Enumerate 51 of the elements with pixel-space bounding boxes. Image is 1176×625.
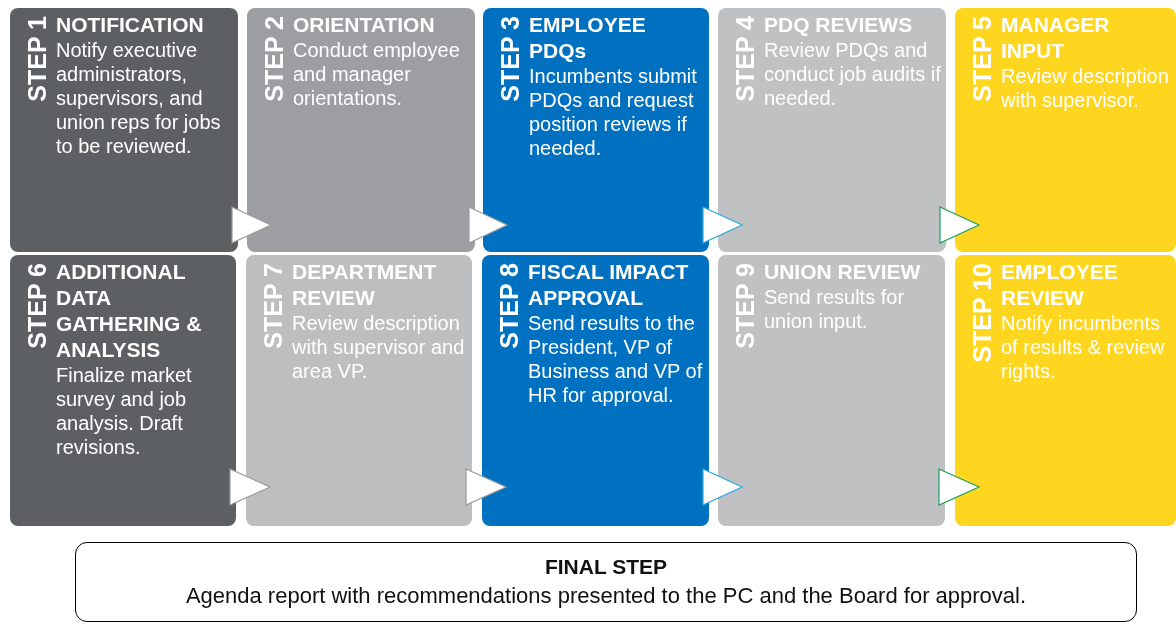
step-description: Finalize market survey and job analysis. Draft revisions. xyxy=(56,363,193,459)
final-step-description: Agenda report with recommendations presented to the PC and the Board for approval. xyxy=(185,582,1027,610)
step-number: STEP 4 xyxy=(732,16,758,102)
step-description: Incumbents submit PDQs and request position reviews if needed. xyxy=(529,64,698,160)
step-number: STEP 1 xyxy=(24,16,50,102)
step-box xyxy=(483,8,709,252)
chevron-arrow xyxy=(938,468,981,506)
step-box xyxy=(955,255,1176,526)
step-heading: ADDITIONAL DATA GATHERING & ANALYSIS xyxy=(56,259,203,363)
chevron-arrow xyxy=(465,468,508,506)
step-description: Send results to the President, VP of Business and VP of HR for approval. xyxy=(528,311,704,407)
step-number: STEP 6 xyxy=(24,263,50,349)
step-number: STEP 3 xyxy=(497,16,523,102)
step-description: Conduct employee and manager orientations. xyxy=(293,38,461,110)
chevron-arrow xyxy=(229,468,272,506)
step-heading: EMPLOYEE REVIEW xyxy=(1001,259,1119,311)
chevron-arrow xyxy=(939,206,981,244)
step-description: Review description with supervisor and area VP. xyxy=(292,311,466,383)
step-box xyxy=(718,8,946,252)
step-heading: FISCAL IMPACT APPROVAL xyxy=(528,259,690,311)
step-heading: UNION REVIEW xyxy=(764,259,922,285)
chevron-arrow xyxy=(702,206,744,244)
step-description: Notify incumbents of results & review rights. xyxy=(1001,311,1166,383)
step-box xyxy=(955,8,1176,252)
step-box xyxy=(247,8,475,252)
step-box xyxy=(718,255,945,526)
step-number: STEP 10 xyxy=(969,263,995,363)
step-number: STEP 2 xyxy=(261,16,287,102)
step-description: Review PDQs and conduct job audits if needed. xyxy=(764,38,942,110)
step-heading: EMPLOYEE PDQs xyxy=(529,12,647,64)
step-box xyxy=(246,255,472,526)
step-box xyxy=(10,8,238,252)
step-box xyxy=(10,255,236,526)
final-step-box xyxy=(75,542,1137,622)
step-description: Notify executive administrators, supervisors, and union reps for jobs to be reviewed. xyxy=(56,38,222,158)
step-heading: PDQ REVIEWS xyxy=(764,12,914,38)
step-box xyxy=(482,255,709,526)
step-heading: ORIENTATION xyxy=(293,12,436,38)
step-heading: NOTIFICATION xyxy=(56,12,205,38)
step-number: STEP 5 xyxy=(969,16,995,102)
step-number: STEP 9 xyxy=(732,263,758,349)
step-heading: DEPARTMENT REVIEW xyxy=(292,259,438,311)
chevron-arrow xyxy=(702,468,744,506)
step-description: Review description with supervisor. xyxy=(1001,64,1170,112)
step-heading: MANAGER INPUT xyxy=(1001,12,1111,64)
chevron-arrow xyxy=(468,206,509,244)
chevron-arrow xyxy=(231,206,273,244)
final-step-heading: FINAL STEP xyxy=(544,554,668,580)
step-number: STEP 8 xyxy=(496,263,522,349)
step-description: Send results for union input. xyxy=(764,285,906,333)
step-number: STEP 7 xyxy=(260,263,286,349)
